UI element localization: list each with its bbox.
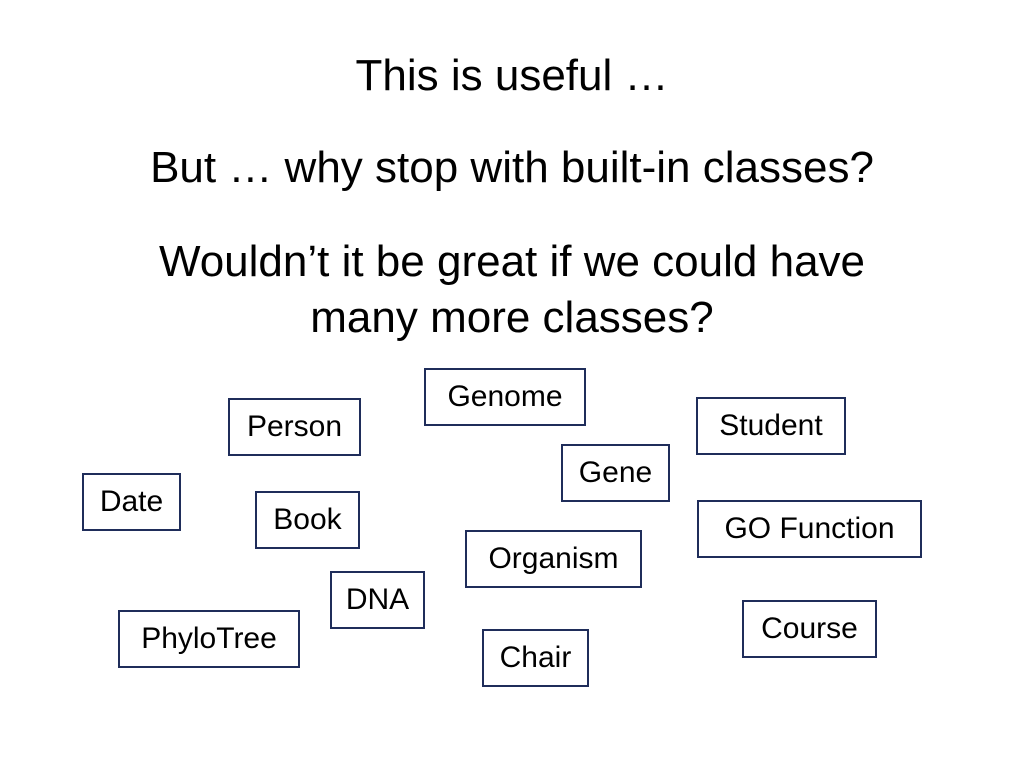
slide-line-1: This is useful …	[355, 51, 669, 100]
slide-line-3: Wouldn’t it be great if we could have	[158, 237, 866, 286]
class-box-phylotree: PhyloTree	[118, 610, 300, 668]
class-box-person: Person	[228, 398, 361, 456]
class-box-date: Date	[82, 473, 181, 531]
slide-line-2: But … why stop with built-in classes?	[150, 143, 874, 192]
class-box-book: Book	[255, 491, 360, 549]
slide-line-4: many more classes?	[310, 293, 714, 342]
class-box-go-function: GO Function	[697, 500, 922, 558]
class-box-chair: Chair	[482, 629, 589, 687]
class-box-organism: Organism	[465, 530, 642, 588]
class-box-student: Student	[696, 397, 846, 455]
class-box-gene: Gene	[561, 444, 670, 502]
class-box-genome: Genome	[424, 368, 586, 426]
class-box-dna: DNA	[330, 571, 425, 629]
class-box-course: Course	[742, 600, 877, 658]
